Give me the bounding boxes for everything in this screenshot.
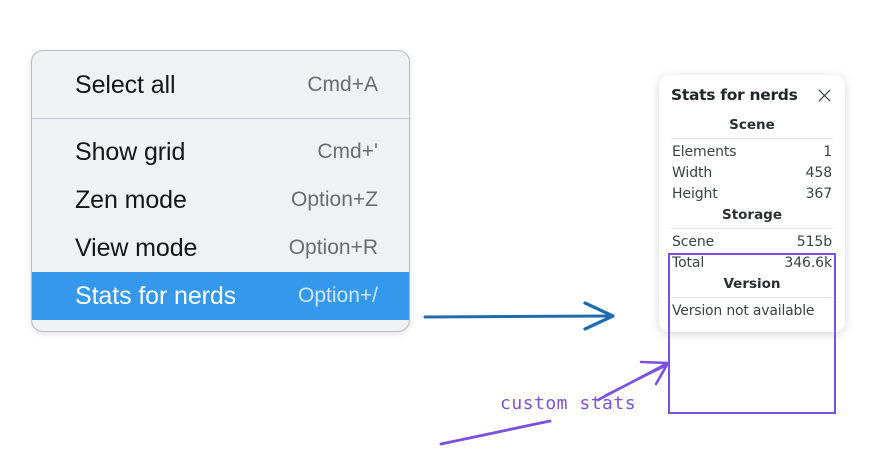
menu-group-primary: Select all Cmd+A bbox=[32, 51, 409, 118]
stat-label: Elements bbox=[672, 143, 737, 160]
menu-item-select-all[interactable]: Select all Cmd+A bbox=[32, 61, 409, 109]
menu-item-zen-mode[interactable]: Zen mode Option+Z bbox=[32, 176, 409, 224]
menu-item-label: View mode bbox=[75, 233, 198, 262]
stat-row: Height 367 bbox=[671, 183, 833, 204]
menu-item-shortcut: Option+R bbox=[288, 236, 378, 259]
stats-for-nerds-panel: Stats for nerds Scene Elements 1 Width 4… bbox=[659, 75, 845, 332]
blue-arrow-icon bbox=[423, 301, 615, 331]
stat-row: Width 458 bbox=[671, 162, 833, 183]
stats-section-version: Version Version not available bbox=[671, 273, 833, 320]
stat-value: 1 bbox=[823, 143, 832, 160]
section-divider bbox=[671, 228, 833, 229]
version-status-text: Version not available bbox=[672, 303, 815, 319]
section-header: Version bbox=[723, 276, 781, 292]
section-header: Scene bbox=[729, 117, 775, 133]
section-divider bbox=[671, 138, 833, 139]
menu-item-view-mode[interactable]: View mode Option+R bbox=[32, 224, 409, 272]
stats-section-scene: Scene Elements 1 Width 458 Height 367 bbox=[671, 114, 833, 204]
section-divider bbox=[671, 297, 833, 298]
menu-group-view: Show grid Cmd+' Zen mode Option+Z View m… bbox=[32, 119, 409, 320]
stats-panel-title: Stats for nerds bbox=[671, 86, 798, 104]
close-icon[interactable] bbox=[816, 87, 833, 104]
custom-stats-annotation-label: custom stats bbox=[500, 393, 637, 414]
menu-item-shortcut: Option+/ bbox=[298, 284, 378, 307]
stat-value: 515b bbox=[796, 233, 832, 250]
stats-section-storage: Storage Scene 515b Total 346.6k bbox=[671, 204, 833, 273]
menu-item-shortcut: Cmd+A bbox=[307, 73, 378, 96]
context-menu[interactable]: Select all Cmd+A Show grid Cmd+' Zen mod… bbox=[31, 50, 410, 332]
menu-item-label: Stats for nerds bbox=[75, 281, 237, 310]
stat-label: Total bbox=[672, 254, 705, 271]
stat-row: Elements 1 bbox=[671, 141, 833, 162]
stat-label: Width bbox=[672, 164, 713, 181]
stat-label: Scene bbox=[672, 233, 715, 250]
stat-value: 346.6k bbox=[784, 254, 832, 271]
menu-item-shortcut: Option+Z bbox=[291, 188, 378, 211]
menu-item-stats-for-nerds[interactable]: Stats for nerds Option+/ bbox=[32, 272, 409, 320]
stat-row: Total 346.6k bbox=[671, 252, 833, 273]
custom-stats-underline bbox=[439, 419, 552, 446]
menu-item-label: Show grid bbox=[75, 137, 186, 166]
menu-divider bbox=[32, 118, 409, 119]
section-header: Storage bbox=[721, 207, 783, 223]
stat-value: 367 bbox=[805, 185, 833, 202]
stat-row: Scene 515b bbox=[671, 231, 833, 252]
menu-item-label: Zen mode bbox=[75, 185, 187, 214]
stat-value: 458 bbox=[805, 164, 833, 181]
menu-item-shortcut: Cmd+' bbox=[317, 140, 378, 163]
purple-arrow-icon bbox=[596, 360, 670, 402]
menu-item-label: Select all bbox=[75, 70, 176, 99]
stat-label: Height bbox=[672, 185, 718, 202]
stats-panel-header: Stats for nerds bbox=[671, 86, 833, 104]
menu-item-show-grid[interactable]: Show grid Cmd+' bbox=[32, 128, 409, 176]
